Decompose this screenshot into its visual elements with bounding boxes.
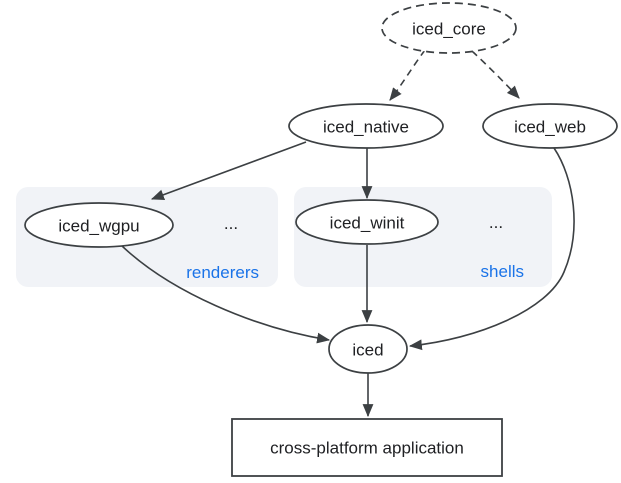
node-iced-winit: iced_winit xyxy=(295,199,439,245)
edge-iced-native-to-iced-wgpu xyxy=(150,141,307,200)
group-shells-ellipsis: ... xyxy=(489,213,503,232)
edge-iced-web-to-iced xyxy=(408,147,575,351)
node-application-label: cross-platform application xyxy=(270,439,464,458)
node-iced-wgpu-shape xyxy=(24,202,174,248)
node-iced-native-shape xyxy=(288,103,444,149)
node-iced-core-shape xyxy=(381,2,517,54)
group-shells-label: shells xyxy=(481,262,524,281)
node-iced-wgpu-label: iced_wgpu xyxy=(58,217,139,236)
node-application: cross-platform application xyxy=(231,418,503,477)
node-iced-web: iced_web xyxy=(482,103,618,149)
node-iced-native-label: iced_native xyxy=(323,118,409,137)
edge-iced-core-to-iced-native xyxy=(389,49,426,101)
node-iced-web-label: iced_web xyxy=(514,118,586,137)
edge-iced-core-to-iced-web xyxy=(471,50,520,99)
node-iced-core-label: iced_core xyxy=(412,20,486,39)
node-iced: iced xyxy=(328,324,408,374)
group-renderers-ellipsis: ... xyxy=(224,214,238,233)
node-application-shape xyxy=(231,418,503,477)
node-iced-wgpu: iced_wgpu xyxy=(24,202,174,248)
node-iced-shape xyxy=(328,324,408,374)
node-iced-label: iced xyxy=(352,341,383,360)
node-iced-winit-shape xyxy=(295,199,439,245)
node-iced-web-shape xyxy=(482,103,618,149)
node-iced-native: iced_native xyxy=(288,103,444,149)
edge-iced-wgpu-to-iced xyxy=(120,244,331,344)
group-renderers-label: renderers xyxy=(186,263,259,282)
node-iced-winit-label: iced_winit xyxy=(330,214,405,233)
node-iced-core: iced_core xyxy=(381,2,517,54)
